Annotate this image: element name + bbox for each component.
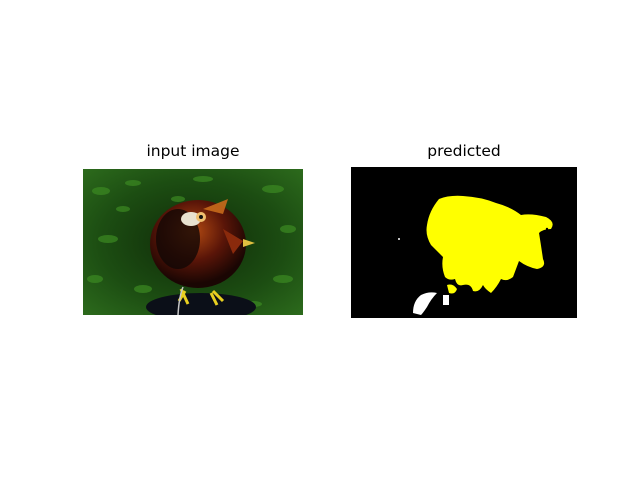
perch [146,286,256,315]
grass-blades [87,176,296,307]
mask-speck [398,238,400,240]
input-image [83,169,303,315]
mask-white-region [413,292,437,315]
mask-bird-region [426,195,553,293]
mask-lower-yellow [447,284,457,294]
mask-hole [545,227,549,231]
bird [150,199,255,288]
mask-white-fragment [443,295,449,305]
input-image-title: input image [146,142,240,160]
predicted-mask [351,167,577,318]
predicted-title: predicted [427,142,501,160]
